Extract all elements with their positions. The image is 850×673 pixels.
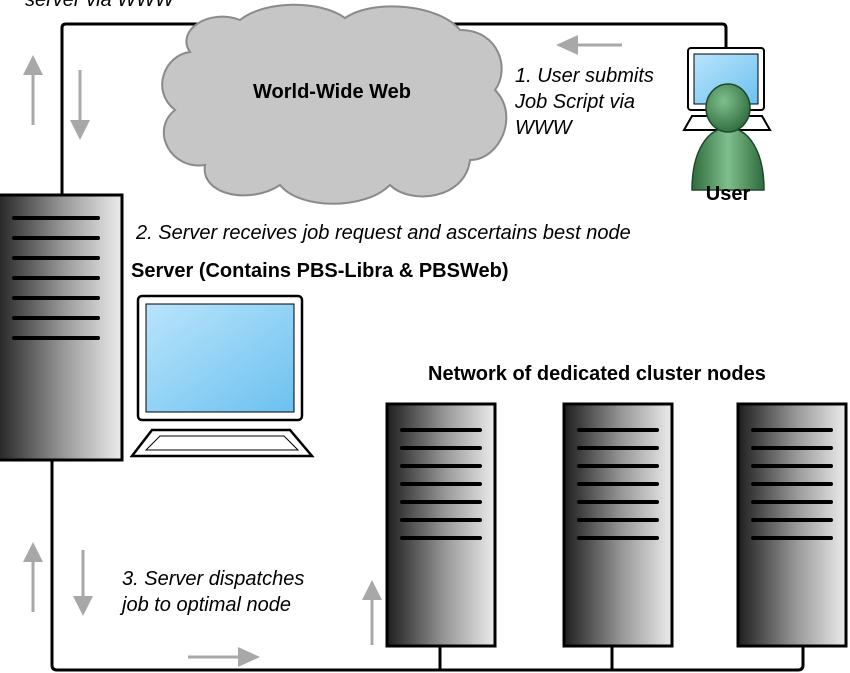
server-rack-vents (12, 216, 100, 340)
arrow-up-icon (362, 580, 382, 645)
server-monitor-icon (129, 294, 315, 458)
server-label: Server (Contains PBS-Libra & PBSWeb) (131, 260, 508, 282)
top-cut-text: server via WWW (25, 0, 176, 11)
step1-line-2: Job Script via (514, 91, 635, 113)
step3-text: 3. Server dispatches job to optimal node (119, 568, 304, 616)
cluster-node-1 (385, 402, 497, 648)
arrow-left-icon (556, 35, 622, 55)
arrow-right-icon (188, 647, 260, 667)
cluster-node-3 (736, 402, 848, 648)
arrow-up-icon (23, 542, 43, 612)
server-rack (0, 193, 124, 462)
arrow-down-icon (73, 550, 93, 616)
step1-line-1: 1. User submits (515, 65, 654, 87)
world-wide-web-cloud: World-Wide Web (161, 3, 508, 205)
step1-text: 1. User submits Job Script via WWW (514, 65, 654, 139)
step2-text: 2. Server receives job request and ascer… (135, 222, 631, 244)
user-label: User (706, 183, 751, 205)
step3-line-2: job to optimal node (119, 594, 291, 616)
user-workstation: User (682, 47, 772, 205)
cloud-label: World-Wide Web (253, 81, 411, 103)
flow-arrows (23, 35, 622, 667)
cluster-node-2 (562, 402, 674, 648)
arrow-down-icon (70, 70, 90, 140)
step1-line-3: WWW (515, 117, 574, 139)
arrow-up-icon (23, 55, 43, 125)
step3-line-1: 3. Server dispatches (122, 568, 304, 590)
user-person-icon (691, 83, 765, 191)
cluster-label: Network of dedicated cluster nodes (428, 363, 766, 385)
